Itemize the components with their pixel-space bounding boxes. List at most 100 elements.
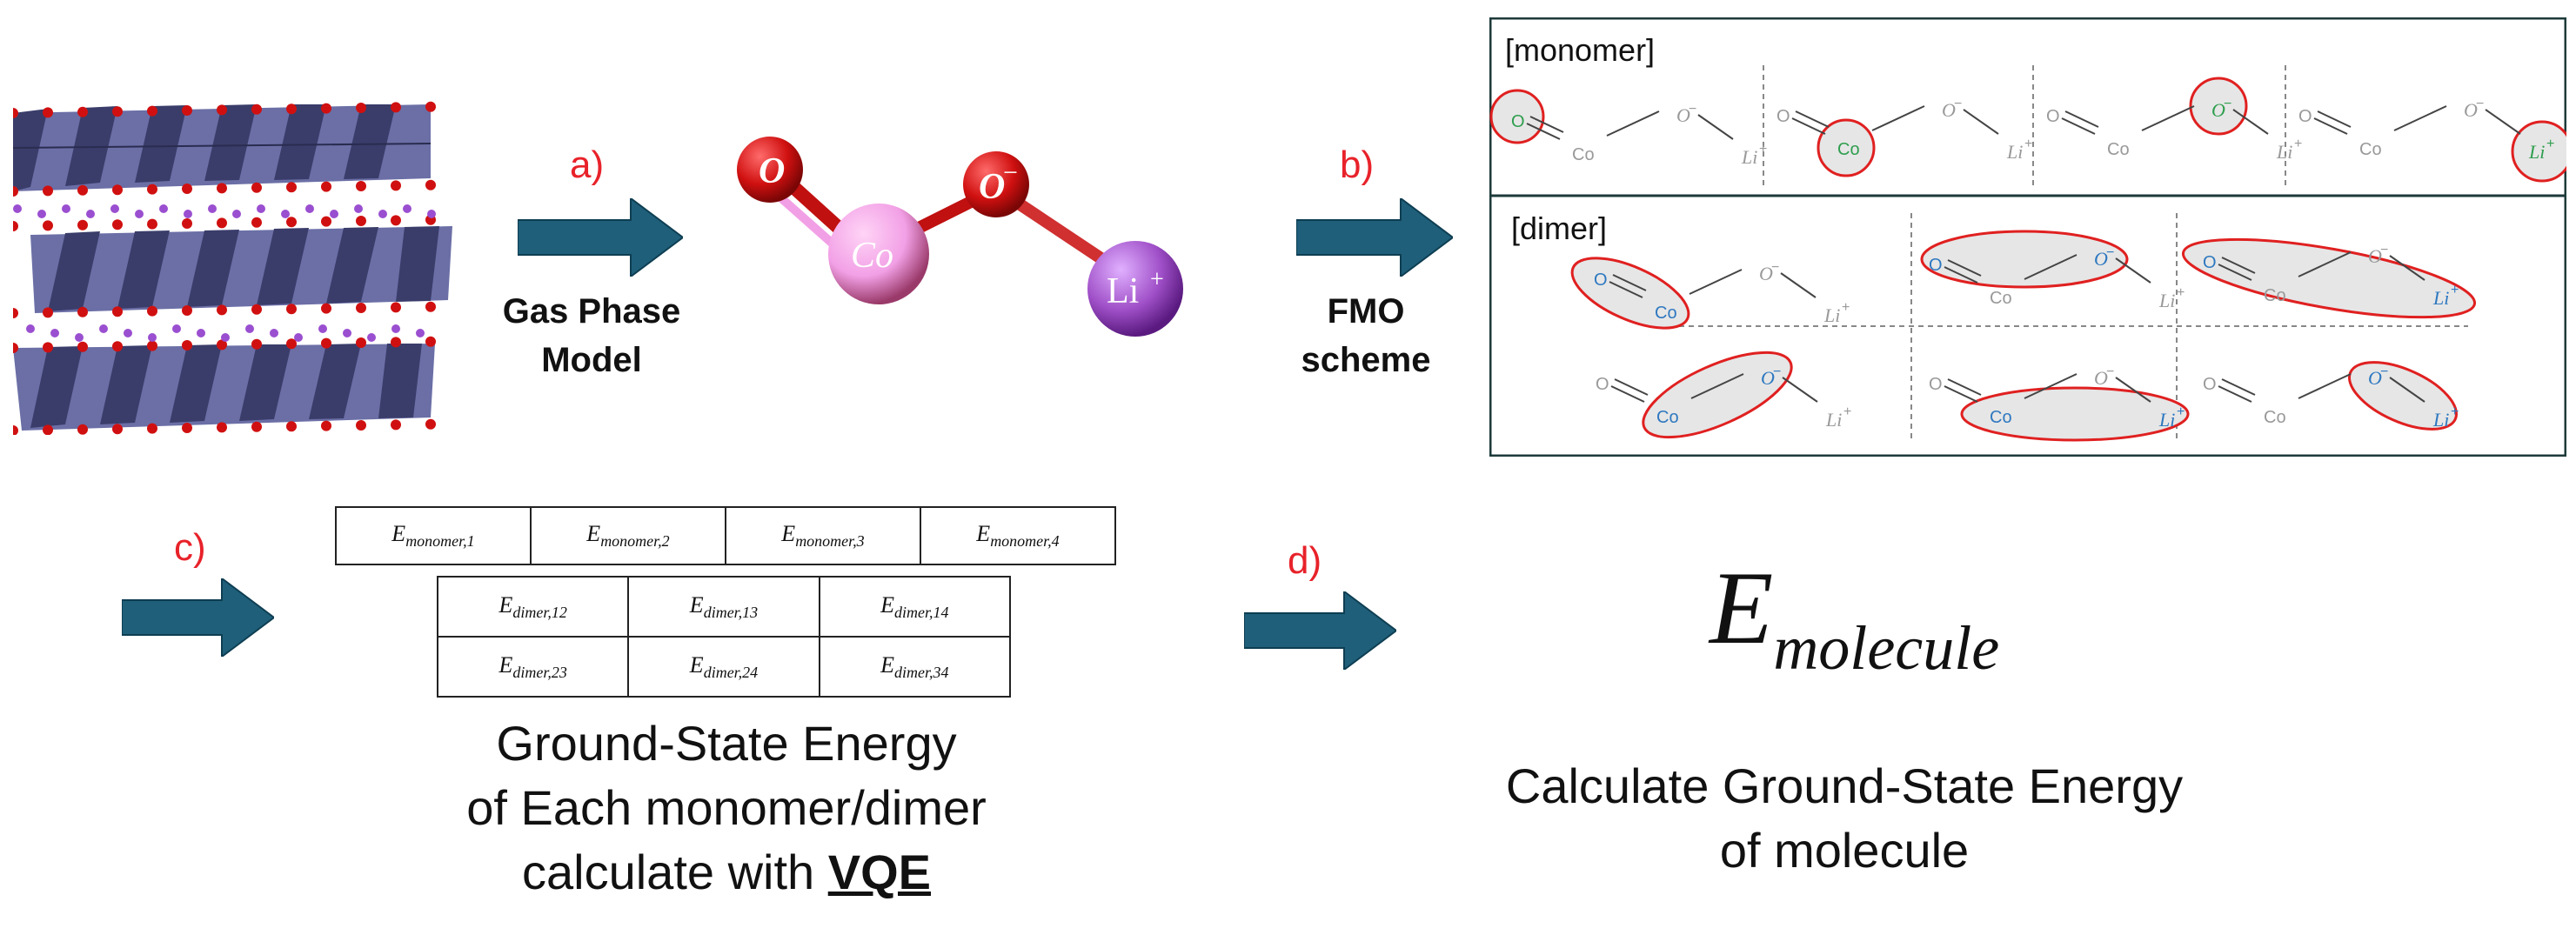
oxygen-atom [391,102,401,113]
oxygen-atom [182,305,192,316]
oxygen-atom [321,103,331,114]
fragment-bond [2218,385,2252,403]
oxygen-atom [391,215,401,226]
vqe-caption: Ground-State Energy of Each monomer/dime… [365,711,1087,905]
oxygen-atom [43,107,53,118]
fragment-highlight [2189,77,2248,136]
fragment-bond [2024,373,2078,399]
oxygen-atom [425,179,436,190]
oxygen-atom [182,340,192,351]
fragment-li-plus: + [2024,137,2032,151]
vqe-caption-line1: Ground-State Energy [496,716,957,771]
fragment-o2-charge: − [2106,364,2114,379]
fragment-bond [2141,105,2195,131]
fragment-o-label: O [2046,107,2060,126]
lithium-atom [124,329,132,337]
fragment-bond [2313,117,2348,135]
fragment-bond [2317,110,2352,128]
oxygen-atom [43,342,53,353]
lithium-atom [135,210,144,218]
oxygen-atom [391,419,401,431]
fragment-bond [1609,281,1643,298]
step-d-label: d) [1288,539,1322,582]
fragment-o2-label: O [1759,263,1773,284]
energy-subscript: dimer,14 [894,603,949,621]
fragment-li-plus: + [2546,137,2554,151]
step-a-text: Gas Phase Model [470,287,713,384]
molecule-bonds [760,164,1134,284]
fragment-o2-label: O [1761,367,1775,389]
oxygen-atom [391,302,401,313]
oxygen-atom [321,420,331,431]
atom-co: Co [828,204,929,304]
oxygen-atom [13,186,18,197]
oxygen-atom [425,301,436,312]
lithium-atom [86,210,95,218]
oxygen-atom [286,421,297,432]
e-molecule: Emolecule [1710,548,1999,685]
fragment-o2-label: O [2094,248,2108,270]
oxygen-atom [13,108,18,118]
fmo-cells: OCoO−Li+OCoO−Li+OCoO−Li+OCoO−Li+OCoO−Li+… [1489,77,2566,442]
fragment-co-label: Co [1572,145,1595,164]
step-b-text-line1: FMO [1327,292,1405,331]
fragment-bond [1614,378,1649,396]
fragment-o2-label: O [1942,99,1956,121]
oxygen-atom [112,106,123,117]
oxygen-atom [217,422,227,433]
oxygen-atom [321,303,331,314]
fragment-o2-label: O [2368,367,2382,389]
fragment-li-label: Li [2158,290,2175,311]
fragment-li-plus: + [2294,137,2302,151]
step-b-text: FMO scheme [1253,287,1479,384]
lithium-atom [281,210,290,218]
fragment-co-label: Co [2264,408,2286,427]
lithium-atom [184,210,192,218]
fragment-highlight [1642,351,1793,439]
oxygen-atom [182,423,192,433]
oxygen-atom [43,220,53,231]
lithium-atom [305,204,314,213]
fragment-o2-charge: − [1689,102,1696,117]
lithium-atom [197,329,205,337]
fragment-li-plus: + [1759,142,1767,157]
fragment-highlight [1570,257,1690,330]
arrow-a [518,198,683,277]
fragment-bond [1791,117,1826,135]
lithium-atom [343,329,351,337]
fragment-o2-charge: − [2224,97,2231,111]
molecule-model: O Co O − Li + [737,137,1183,337]
oxygen-atom [391,337,401,348]
fragment-highlight [2347,361,2459,431]
lithium-atom [294,333,303,342]
fragment-li-plus: + [2177,285,2185,300]
oxygen-atom [77,106,88,117]
fragment-o-label: O [1929,256,1943,275]
fragment-co-label: Co [1656,408,1679,427]
fragment-bond [2061,117,2096,135]
e-molecule-symbol: E [1710,550,1774,665]
oxygen-atom [77,306,88,317]
energy-subscript: monomer,2 [600,532,670,550]
oxygen-atom [321,181,331,192]
fragment-co-label: Co [2359,140,2382,159]
fragment-o2-charge: − [2106,245,2114,260]
fragment-bond [1944,385,1978,403]
energy-symbol: E [880,591,895,618]
dimer-energy-cell: Edimer,14 [818,576,1012,638]
lithium-atom [330,210,338,218]
atom-o2-charge: − [1003,158,1018,187]
polyhedra-layer-top [13,104,432,191]
oxygen-atom [43,185,53,197]
fragment-li-label: Li [1741,146,1757,168]
fragment-highlight [1920,230,2129,289]
vqe-caption-line3: calculate with VQE [365,840,1087,905]
oxygen-atom [251,217,262,228]
polyhedra-layer-middle [30,226,452,313]
fragment-li-label: Li [1825,409,1842,431]
oxygen-atom [425,101,436,112]
